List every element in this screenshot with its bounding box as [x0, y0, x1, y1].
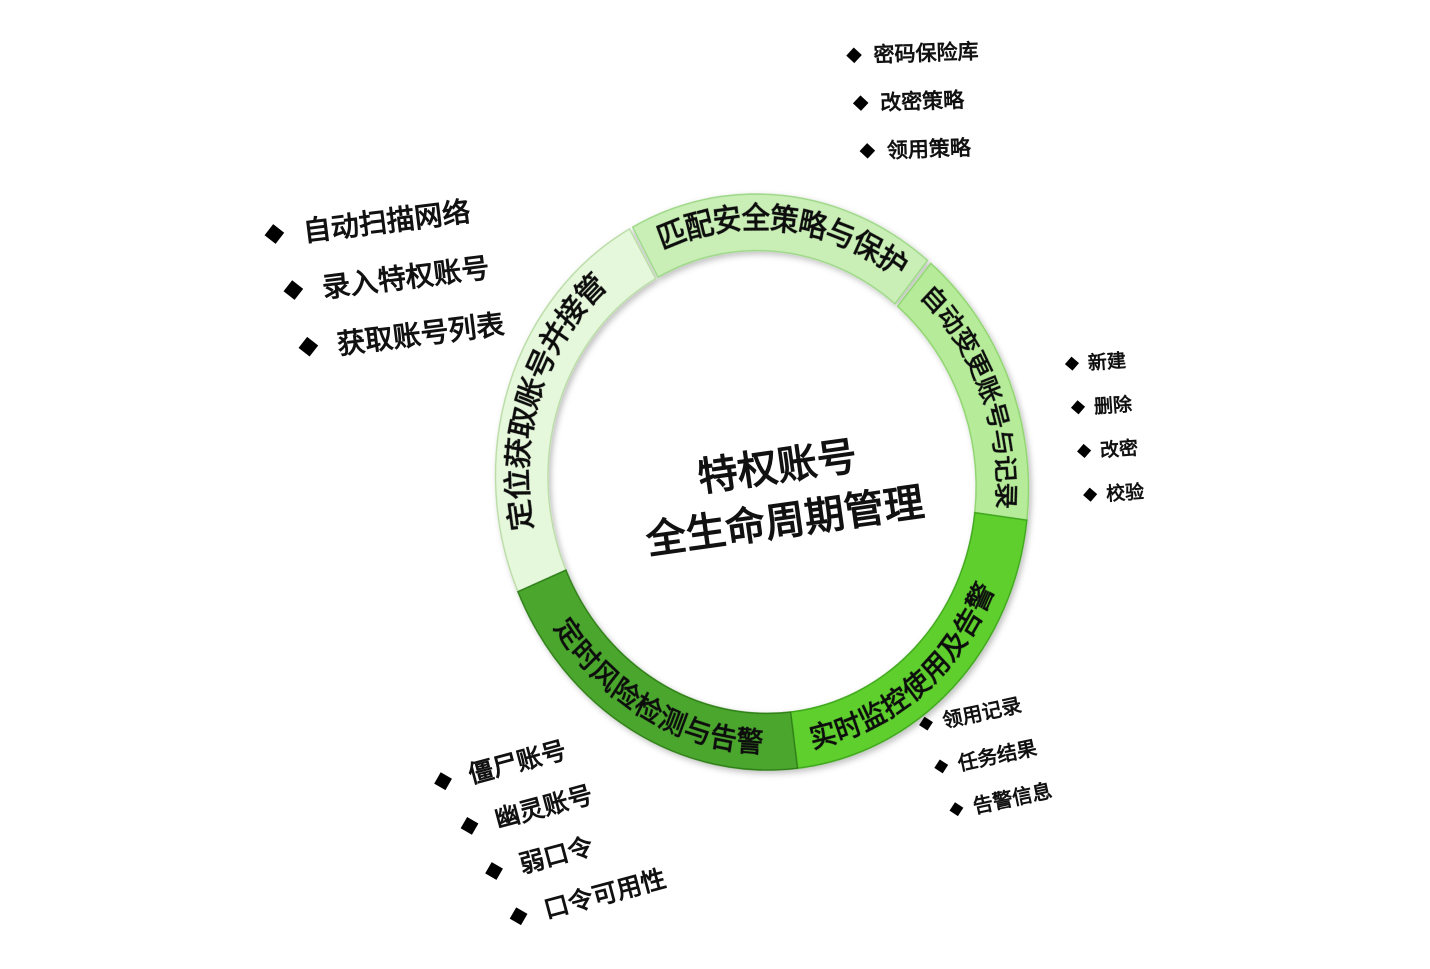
segment-policy — [631, 193, 929, 305]
diamond-bullet-icon — [934, 758, 949, 773]
diamond-bullet-icon — [949, 801, 964, 816]
diamond-bullet-icon — [485, 861, 503, 880]
diamond-bullet-icon — [1064, 356, 1079, 371]
segment-locate — [494, 227, 657, 593]
bullet-group-discover: 自动扫描网络 录入特权账号 获取账号列表 — [264, 188, 506, 370]
diamond-bullet-icon — [1083, 487, 1098, 502]
list-item: 改密 — [1076, 433, 1142, 464]
diamond-bullet-icon — [846, 47, 862, 63]
bullet-group-policy: 密码保险库 改密策略 领用策略 — [846, 35, 982, 165]
list-item: 改密策略 — [852, 83, 981, 117]
diamond-bullet-icon — [460, 816, 479, 835]
diamond-bullet-icon — [1076, 443, 1092, 458]
diamond-bullet-icon — [1070, 399, 1086, 414]
diamond-bullet-icon — [298, 336, 319, 357]
diamond-bullet-icon — [509, 906, 528, 925]
diamond-bullet-icon — [918, 716, 933, 731]
list-item: 删除 — [1070, 389, 1139, 420]
list-item: 新建 — [1064, 345, 1136, 377]
list-item: 录入特权账号 — [283, 245, 499, 311]
segment-risk — [516, 569, 799, 771]
list-item: 密码保险库 — [846, 35, 979, 70]
bullet-group-change: 新建 删除 改密 校验 — [1064, 345, 1145, 508]
diamond-bullet-icon — [283, 280, 304, 300]
diamond-bullet-icon — [859, 142, 876, 159]
diamond-bullet-icon — [852, 94, 869, 111]
list-item: 校验 — [1083, 477, 1145, 508]
diamond-bullet-icon — [264, 224, 285, 244]
list-item: 任务结果 — [933, 730, 1045, 781]
list-item: 领用策略 — [859, 131, 982, 165]
bullet-group-monitor: 领用记录 任务结果 告警信息 — [918, 686, 1054, 826]
center-title-line2: 全生命周期管理 — [642, 480, 927, 565]
